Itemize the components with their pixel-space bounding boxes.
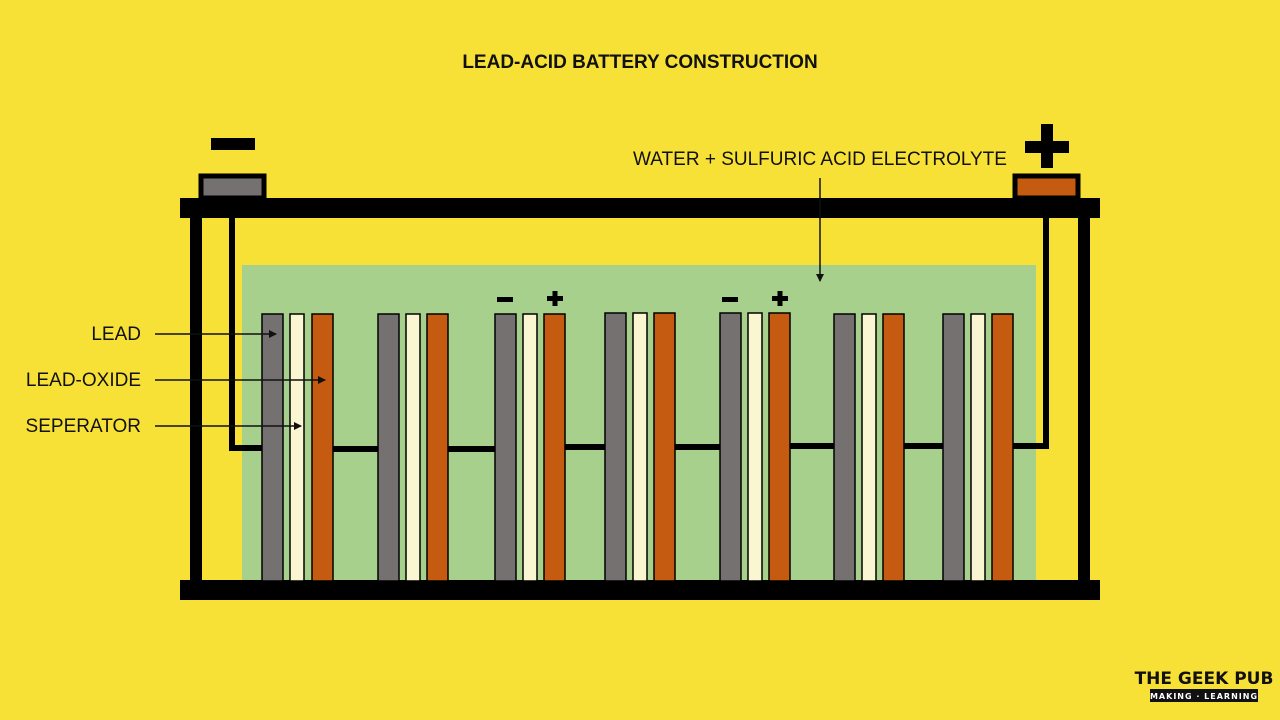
diagram-title: LEAD-ACID BATTERY CONSTRUCTION (462, 52, 817, 73)
lead-plate (942, 313, 965, 582)
cell-2 (377, 313, 449, 582)
label-lead-oxide: LEAD-OXIDE (26, 370, 141, 391)
plus-sign-icon (1025, 124, 1069, 168)
cell-plus-icon (547, 291, 563, 306)
lead-oxide-plate (311, 313, 334, 582)
separator-plate (405, 313, 421, 582)
casing-right-wall (1078, 218, 1090, 582)
casing-base (180, 580, 1100, 600)
negative-terminal (198, 173, 267, 201)
lead-plate (833, 313, 856, 582)
lead-plate (604, 312, 627, 582)
separator-plate (747, 312, 763, 582)
separator-plate (970, 313, 986, 582)
negative-lead-wire (229, 218, 262, 451)
separator-plate (522, 313, 538, 582)
lead-oxide-plate (991, 313, 1014, 582)
positive-terminal (1012, 173, 1081, 201)
label-lead: LEAD (91, 324, 141, 345)
cell-5 (719, 312, 791, 582)
cell-1 (261, 313, 334, 582)
positive-lead-wire (1012, 218, 1049, 449)
lead-oxide-plate (426, 313, 449, 582)
cell-minus-icon (722, 297, 738, 302)
cell-minus-icon (497, 297, 513, 302)
cell-3 (494, 313, 566, 582)
lead-plate (494, 313, 517, 582)
separator-plate (289, 313, 305, 582)
lead-oxide-plate (882, 313, 905, 582)
lead-oxide-plate (543, 313, 566, 582)
lead-oxide-plate (768, 312, 791, 582)
label-electrolyte: WATER + SULFURIC ACID ELECTROLYTE (633, 149, 1007, 170)
lead-oxide-plate (653, 312, 676, 582)
logo-tagline-bar (1150, 689, 1258, 702)
minus-sign-icon (211, 138, 255, 150)
lead-plate (719, 312, 742, 582)
lead-plate (377, 313, 400, 582)
logo-tagline: MAKING · LEARNING (1150, 692, 1258, 701)
geek-pub-logo: THE GEEK PUB MAKING · LEARNING (1135, 669, 1274, 702)
separator-plate (632, 312, 648, 582)
logo-name: THE GEEK PUB (1135, 669, 1274, 689)
cell-7 (942, 313, 1014, 582)
casing-lid (180, 198, 1100, 218)
lead-plate (261, 313, 284, 582)
cell-4 (604, 312, 676, 582)
cell-plus-icon (772, 291, 788, 306)
separator-plate (861, 313, 877, 582)
label-separator: SEPERATOR (26, 416, 141, 437)
cell-6 (833, 313, 905, 582)
casing-left-wall (190, 218, 202, 582)
